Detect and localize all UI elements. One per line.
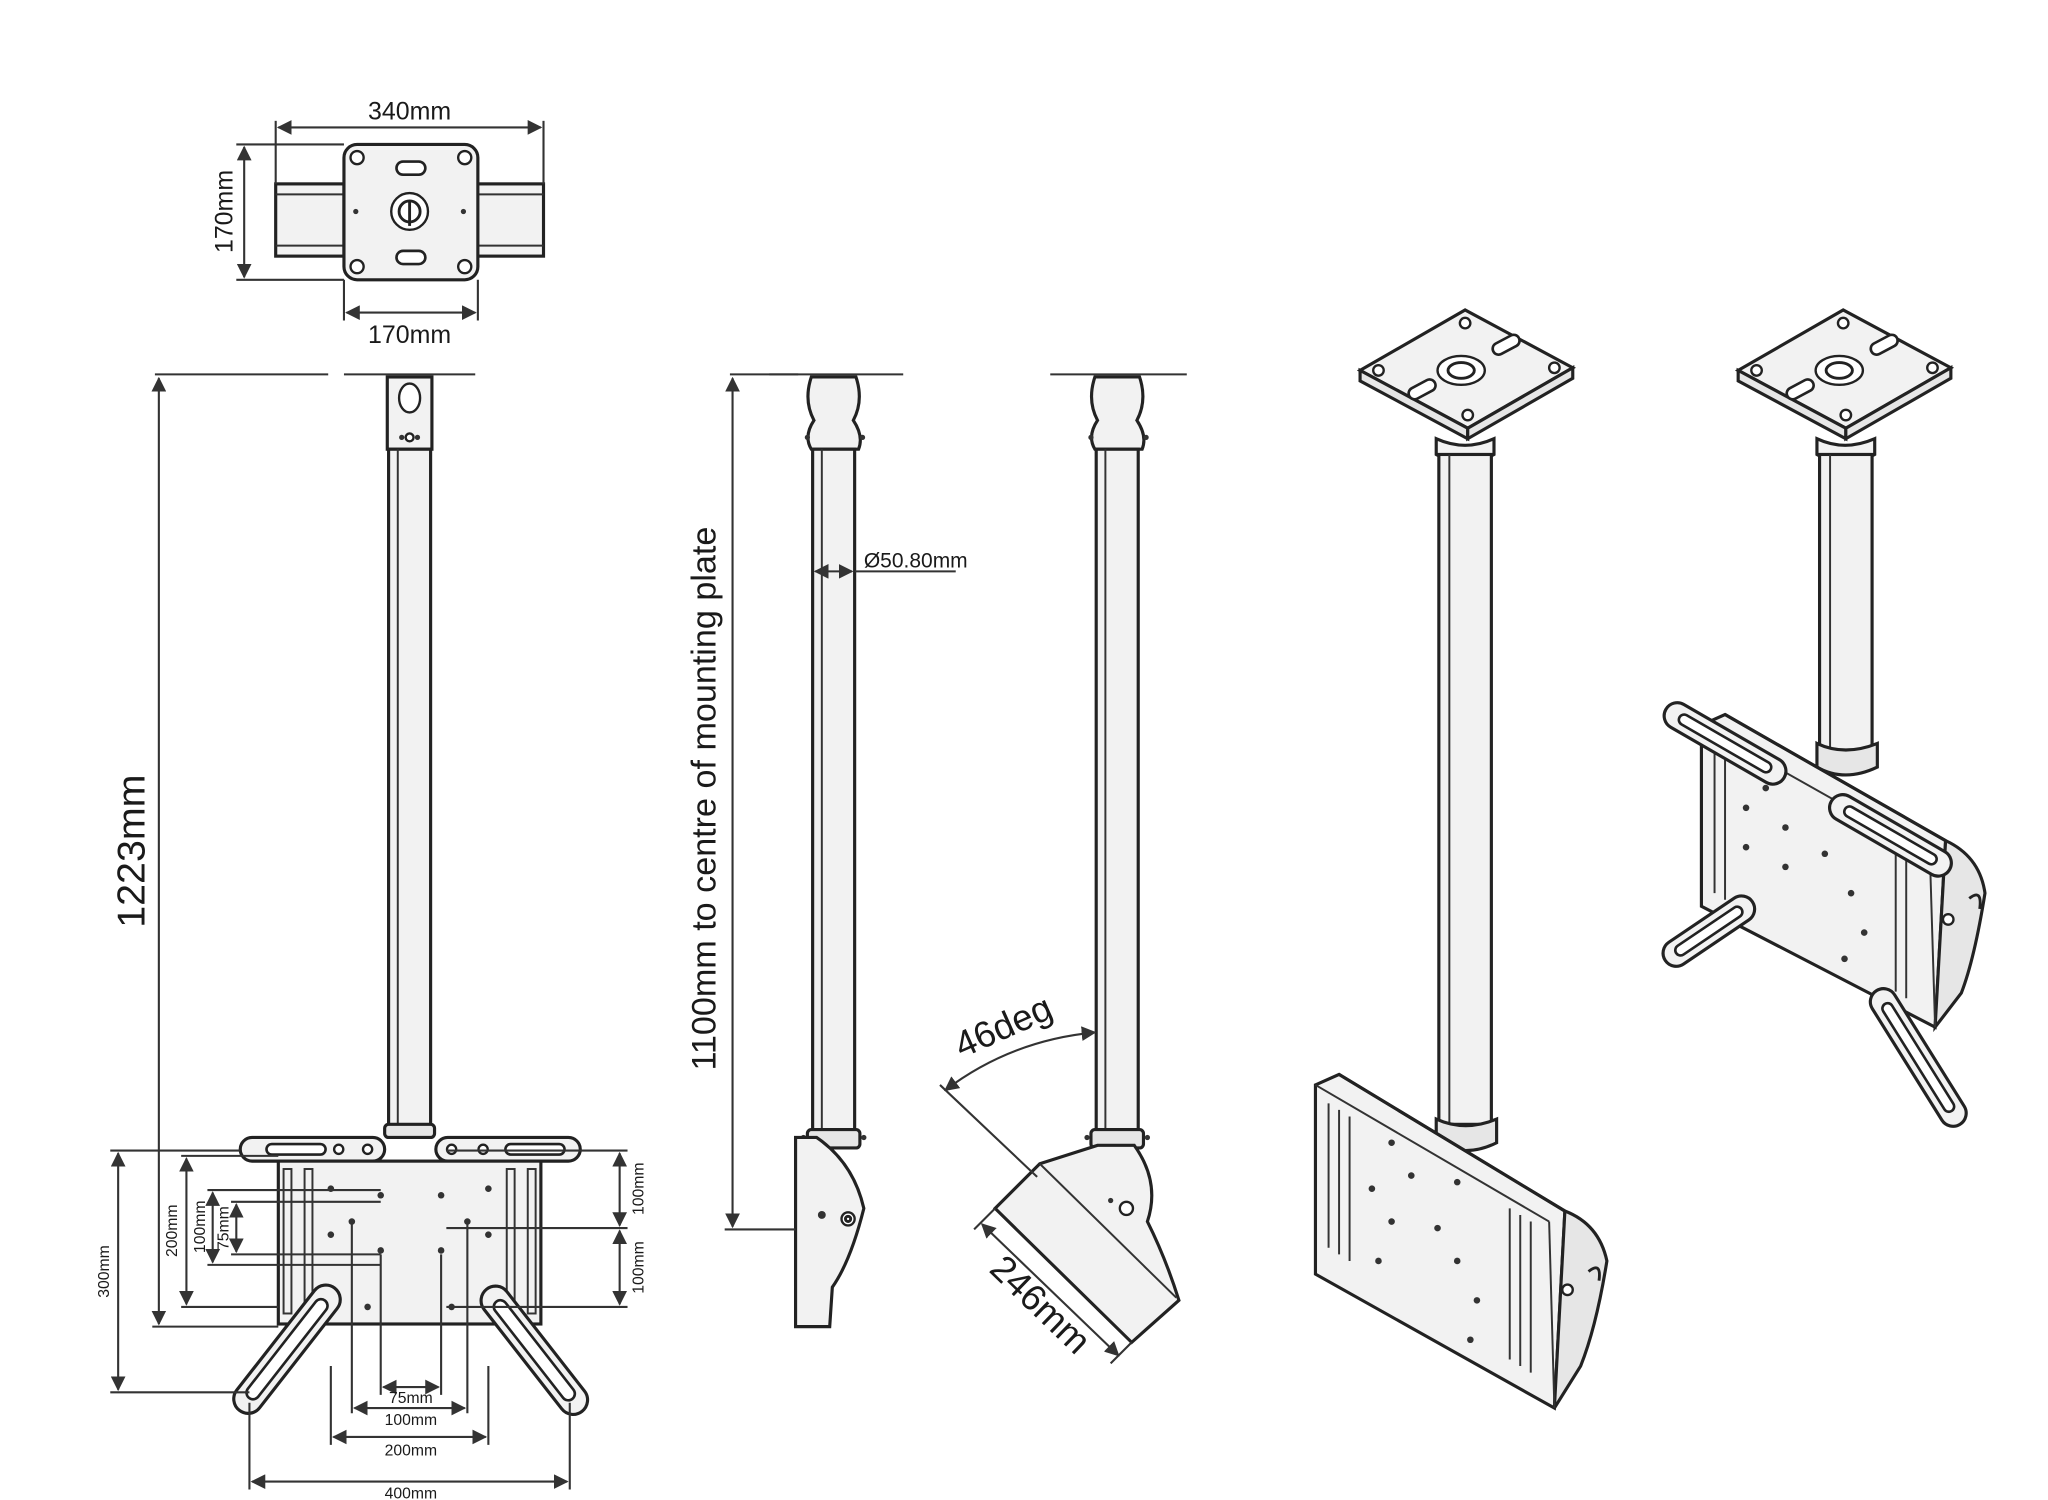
overall-height-label: 1223mm: [109, 775, 153, 928]
top-width-label: 340mm: [368, 98, 451, 126]
vesa-75-v-label: 75mm: [215, 1206, 232, 1250]
vesa-300-label: 300mm: [96, 1245, 113, 1298]
plate-width-label: 170mm: [368, 321, 451, 349]
isometric-view-portrait: [1313, 308, 1609, 1411]
vesa-200-v-label: 200mm: [164, 1204, 181, 1257]
vesa-100-h-label: 100mm: [385, 1412, 438, 1429]
tilt-angle-label: 46deg: [948, 987, 1058, 1066]
tilted-side-view: 46deg 246mm: [939, 373, 1187, 1365]
pole-diameter-label: Ø50.80mm: [864, 549, 968, 572]
top-view: 340mm 170mm 170mm: [210, 98, 546, 349]
isometric-view-landscape: [1661, 308, 1987, 1128]
vesa-100-v-label: 100mm: [192, 1201, 209, 1254]
vesa-75-h-label: 75mm: [389, 1390, 433, 1407]
vesa-200-h-label: 200mm: [385, 1442, 438, 1459]
vesa-400-h-label: 400mm: [385, 1486, 438, 1500]
side-view: 1100mm to centre of mounting plate Ø50.8…: [685, 373, 968, 1329]
pole-length-label: 1100mm to centre of mounting plate: [685, 527, 723, 1071]
vesa-100-r2-label: 100mm: [630, 1241, 647, 1294]
vesa-100-r1-label: 100mm: [630, 1162, 647, 1215]
top-height-label: 170mm: [210, 170, 238, 253]
front-view: 1223mm 300mm 200mm 100mm 75mm 100mm 100m…: [96, 373, 647, 1500]
